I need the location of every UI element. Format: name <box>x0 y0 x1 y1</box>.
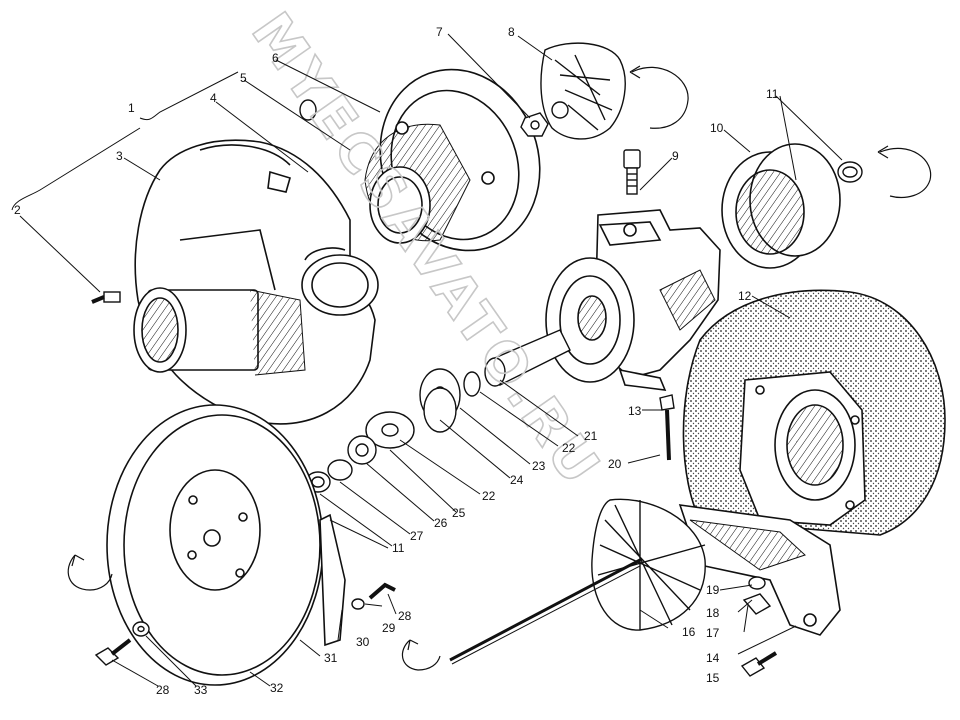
diffuser-plate <box>364 68 541 252</box>
callout-33: 33 <box>194 683 208 697</box>
callout-3: 3 <box>116 149 123 163</box>
callout-32: 32 <box>270 681 284 695</box>
oil-fitting <box>623 149 641 195</box>
callout-25: 25 <box>452 506 466 520</box>
callout-11-top: 11 <box>766 87 779 101</box>
callout-28-left: 28 <box>156 683 170 697</box>
callout-26: 26 <box>434 516 448 530</box>
compressor-wheel <box>540 42 626 140</box>
callout-20: 20 <box>608 457 622 471</box>
compressor-nut <box>520 112 549 137</box>
callout-22-a: 22 <box>562 441 576 455</box>
callout-14: 14 <box>706 651 720 665</box>
callout-2: 2 <box>14 203 21 217</box>
callout-6: 6 <box>272 51 279 65</box>
callout-27: 27 <box>410 529 424 543</box>
callout-18: 18 <box>706 606 720 620</box>
compressor-housing <box>133 139 379 425</box>
bearing-stack <box>305 329 571 493</box>
callout-23: 23 <box>532 459 546 473</box>
callout-10: 10 <box>710 121 724 135</box>
callout-30: 30 <box>356 635 370 649</box>
callout-31: 31 <box>324 651 338 665</box>
exhaust-flange <box>678 504 841 636</box>
snap-ring-top <box>837 161 863 183</box>
callout-1: 1 <box>128 101 135 115</box>
leader-lines <box>11 33 843 687</box>
callout-13: 13 <box>628 404 642 418</box>
callout-4: 4 <box>210 91 217 105</box>
callout-24: 24 <box>510 473 524 487</box>
callout-21: 21 <box>584 429 598 443</box>
callout-9: 9 <box>672 149 679 163</box>
callout-22-b: 22 <box>482 489 496 503</box>
callout-7: 7 <box>436 25 443 39</box>
callout-11-bottom: 11 <box>392 541 405 555</box>
callout-5: 5 <box>240 71 247 85</box>
rotation-arrows <box>67 65 932 671</box>
turbine-shaft-wheel <box>449 498 706 665</box>
callout-19: 19 <box>706 583 720 597</box>
callout-12: 12 <box>738 289 752 303</box>
callout-28-right: 28 <box>398 609 412 623</box>
callout-15: 15 <box>706 671 720 685</box>
pulley-disc <box>106 404 346 686</box>
small-fasteners <box>91 99 778 677</box>
callout-labels: 1 2 3 4 5 6 7 8 9 10 11 11 12 13 14 15 1… <box>14 25 779 697</box>
callout-17: 17 <box>706 626 720 640</box>
turbine-housing <box>682 289 946 536</box>
callout-29: 29 <box>382 621 396 635</box>
callout-8: 8 <box>508 25 515 39</box>
callout-16: 16 <box>682 625 696 639</box>
heat-shield-ring <box>721 143 841 269</box>
bearing-housing <box>545 209 721 391</box>
